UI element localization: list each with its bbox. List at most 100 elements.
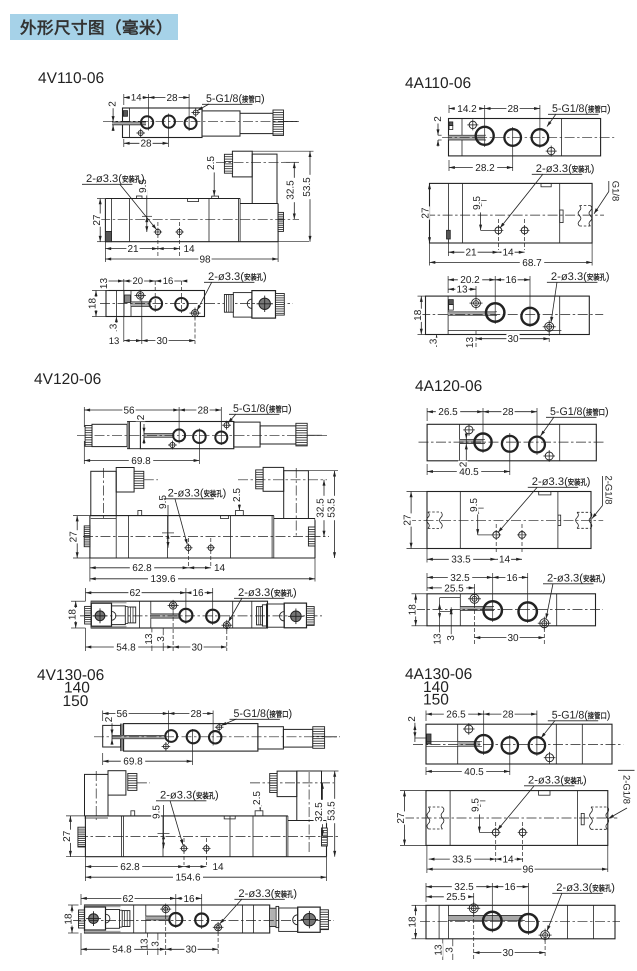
svg-text:13: 13 [456, 285, 468, 296]
svg-text:14: 14 [212, 862, 224, 873]
svg-text:33.5: 33.5 [452, 855, 472, 866]
svg-text:2-ø3.3(: 2-ø3.3( [238, 888, 274, 900]
svg-text:27: 27 [420, 207, 431, 219]
svg-text:5-G1/8(: 5-G1/8( [552, 710, 588, 722]
svg-text:安装孔: 安装孔 [274, 589, 293, 598]
svg-text:13: 13 [109, 336, 120, 347]
svg-text:28: 28 [197, 405, 209, 416]
svg-text:接管口: 接管口 [588, 105, 607, 114]
svg-text:21: 21 [465, 248, 477, 259]
svg-text:安装孔: 安装孔 [564, 777, 583, 786]
svg-text:9.5: 9.5 [158, 495, 169, 509]
svg-text:13: 13 [434, 944, 445, 956]
svg-text:27: 27 [396, 812, 407, 824]
svg-text:53.5: 53.5 [327, 801, 338, 821]
svg-text:): ) [583, 775, 587, 787]
svg-text:20.2: 20.2 [460, 275, 480, 286]
svg-text:14: 14 [499, 555, 511, 566]
svg-text:32.5: 32.5 [315, 498, 326, 518]
svg-text:140: 140 [64, 680, 90, 697]
svg-text:安装孔: 安装孔 [587, 273, 606, 282]
svg-text:98: 98 [199, 254, 211, 265]
svg-text:9.5: 9.5 [472, 196, 483, 210]
svg-text:54.8: 54.8 [112, 945, 132, 956]
svg-text:3: 3 [156, 636, 167, 642]
svg-text:32.5: 32.5 [450, 573, 470, 584]
svg-text:54.8: 54.8 [116, 642, 136, 653]
svg-text:2: 2 [433, 116, 444, 122]
svg-text:20: 20 [133, 276, 144, 287]
svg-text:): ) [607, 710, 611, 722]
svg-text:4V110-06: 4V110-06 [38, 70, 104, 87]
svg-text:G1/8: G1/8 [609, 181, 620, 202]
svg-text:26.5: 26.5 [446, 710, 466, 721]
svg-text:154.6: 154.6 [175, 873, 200, 884]
svg-text:2-G1/8: 2-G1/8 [602, 475, 613, 504]
svg-text:接管口: 接管口 [270, 710, 289, 719]
svg-text:安装孔: 安装孔 [196, 792, 215, 801]
svg-text:2: 2 [458, 461, 469, 467]
svg-text:2: 2 [407, 716, 418, 722]
svg-text:2: 2 [107, 101, 118, 107]
svg-text:5-G1/8(: 5-G1/8( [206, 93, 242, 105]
svg-text:安装孔: 安装孔 [568, 478, 587, 487]
svg-text:2.5: 2.5 [206, 156, 217, 170]
svg-text:18: 18 [67, 609, 78, 621]
svg-text:18: 18 [64, 913, 75, 925]
svg-text:32.5: 32.5 [314, 802, 325, 822]
svg-text:4V130-06: 4V130-06 [37, 667, 104, 684]
svg-text:2-ø3.3(: 2-ø3.3( [208, 271, 244, 283]
svg-text:4A120-06: 4A120-06 [415, 378, 482, 395]
svg-text:28: 28 [166, 93, 178, 104]
svg-text:安装孔: 安装孔 [592, 884, 611, 893]
svg-text:4A130-06: 4A130-06 [405, 666, 472, 683]
svg-text:56: 56 [123, 405, 135, 416]
svg-text:62: 62 [129, 588, 141, 599]
svg-text:28.2: 28.2 [475, 163, 495, 174]
svg-text:14: 14 [183, 244, 195, 255]
svg-text:13: 13 [99, 278, 110, 290]
svg-text:): ) [261, 93, 265, 105]
svg-text:16: 16 [506, 573, 518, 584]
svg-text:2-ø3.3(: 2-ø3.3( [536, 163, 572, 175]
svg-text:): ) [591, 163, 595, 175]
svg-text:接管口: 接管口 [586, 408, 605, 417]
svg-text:): ) [141, 173, 145, 185]
svg-text:5-G1/8(: 5-G1/8( [552, 103, 588, 115]
svg-text:33.5: 33.5 [451, 555, 471, 566]
svg-text:69.8: 69.8 [123, 757, 143, 768]
svg-text:2-ø3.3(: 2-ø3.3( [547, 573, 583, 585]
svg-text:2-G1/8: 2-G1/8 [620, 775, 631, 804]
svg-text:安装孔: 安装孔 [204, 490, 223, 499]
svg-text:2: 2 [136, 414, 147, 420]
svg-text:53.5: 53.5 [326, 498, 337, 518]
svg-text:13: 13 [465, 337, 476, 349]
svg-text:16: 16 [183, 894, 195, 905]
svg-text:62.8: 62.8 [132, 563, 152, 574]
svg-text:68.7: 68.7 [522, 258, 542, 269]
svg-text:3: 3 [109, 323, 120, 329]
svg-text:4V120-06: 4V120-06 [34, 371, 101, 388]
svg-text:接管口: 接管口 [242, 95, 261, 104]
svg-text:28: 28 [502, 710, 514, 721]
svg-text:16: 16 [163, 276, 174, 287]
svg-text:5-G1/8(: 5-G1/8( [233, 403, 269, 415]
svg-text:30: 30 [507, 334, 519, 345]
svg-text:62: 62 [122, 894, 134, 905]
svg-text:安装孔: 安装孔 [274, 890, 293, 899]
svg-text:53.5: 53.5 [302, 177, 313, 197]
svg-text:27: 27 [62, 830, 73, 842]
svg-text:13: 13 [144, 633, 155, 645]
svg-text:40.5: 40.5 [464, 767, 484, 778]
svg-text:18: 18 [407, 916, 418, 928]
svg-text:9.5: 9.5 [151, 805, 162, 819]
svg-text:14: 14 [502, 855, 514, 866]
svg-text:3: 3 [429, 338, 440, 344]
svg-text:26.5: 26.5 [438, 407, 458, 418]
svg-text:): ) [587, 476, 591, 488]
svg-text:9.5: 9.5 [471, 798, 482, 812]
svg-text:2.5: 2.5 [252, 791, 263, 805]
svg-text:14: 14 [214, 563, 226, 574]
svg-text:62.8: 62.8 [120, 862, 140, 873]
svg-text:5-G1/8(: 5-G1/8( [234, 708, 270, 720]
